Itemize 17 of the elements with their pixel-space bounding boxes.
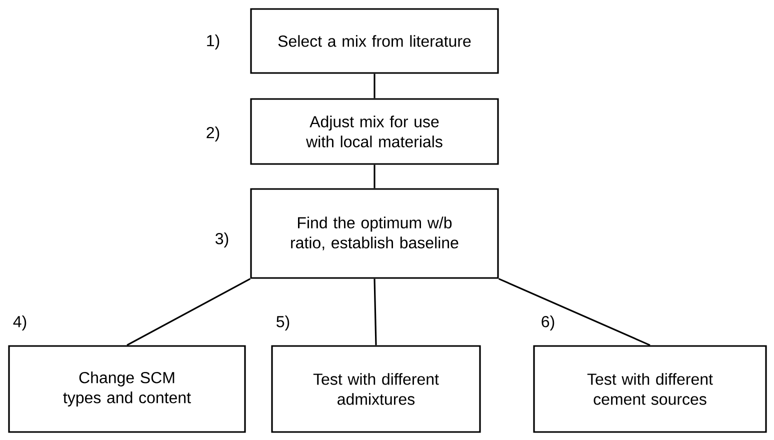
step-number: 4) [13,316,26,330]
connector-line [374,278,377,346]
connector-line [126,278,251,346]
step-number: 5) [276,316,290,330]
connector-line [498,278,650,346]
step-number: 1) [207,34,220,50]
process-box: Select a mix from literature [250,8,499,74]
process-box: Test with different cement sources [533,345,767,433]
process-box: Test with different admixtures [271,345,481,433]
process-box: Find the optimum w/b ratio, establish baseline [250,188,499,279]
step-number: 2) [206,126,220,142]
process-box: Change SCM types and content [8,345,246,433]
connector-line [374,164,376,188]
step-number: 6) [542,316,554,330]
step-number: 3) [216,232,228,248]
process-box: Adjust mix for use with local materials [250,98,499,165]
connector-line [374,74,376,98]
